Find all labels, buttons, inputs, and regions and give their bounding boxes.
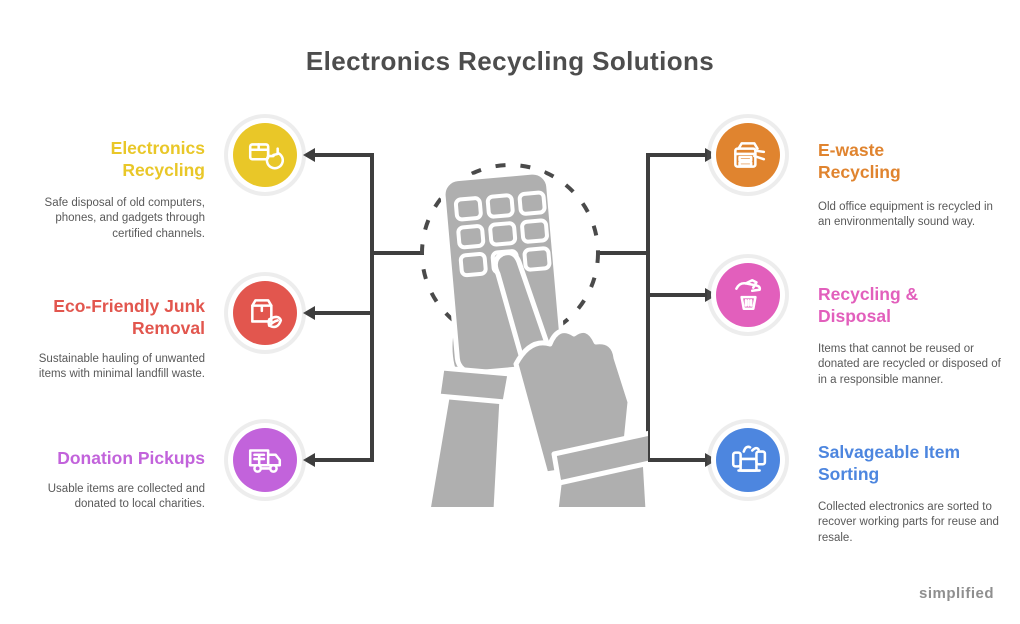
arrowhead-icons bbox=[303, 148, 717, 467]
heading-recycling-and-disposal: Recycling & Disposal bbox=[818, 284, 919, 326]
heading-eco-friendly-junk-removal: Eco-Friendly Junk Removal bbox=[53, 296, 205, 338]
watermark: simplified bbox=[918, 585, 994, 602]
desc-salvageable-item-sorting: Collected electronics are sorted to reco… bbox=[818, 501, 999, 544]
hands-calculator-illustration bbox=[425, 169, 648, 507]
heading-donation-pickups: Donation Pickups bbox=[57, 448, 205, 468]
sorted-devices-icon bbox=[716, 428, 780, 492]
heading-salvageable-item-sorting: Salvageable Item Sorting bbox=[818, 442, 961, 484]
desc-donation-pickups: Usable items are collected and donated t… bbox=[47, 483, 205, 511]
desc-eco-friendly-junk-removal: Sustainable hauling of unwanted items wi… bbox=[38, 353, 205, 381]
package-recycle-icon bbox=[233, 123, 297, 187]
desc-electronics-recycling: Safe disposal of old computers, phones, … bbox=[44, 197, 205, 240]
desc-recycling-and-disposal: Items that cannot be reused or donated a… bbox=[818, 343, 1001, 386]
delivery-truck-icon bbox=[233, 428, 297, 492]
box-leaf-icon bbox=[233, 281, 297, 345]
copier-machine-icon bbox=[716, 123, 780, 187]
heading-e-waste-recycling: E-waste Recycling bbox=[818, 140, 901, 182]
dashed-circle bbox=[420, 163, 600, 343]
heading-electronics-recycling: Electronics Recycling bbox=[110, 138, 205, 180]
page-title: Electronics Recycling Solutions bbox=[305, 46, 715, 76]
desc-e-waste-recycling: Old office equipment is recycled in an e… bbox=[818, 201, 993, 229]
hand-trash-bin-icon bbox=[716, 263, 780, 327]
